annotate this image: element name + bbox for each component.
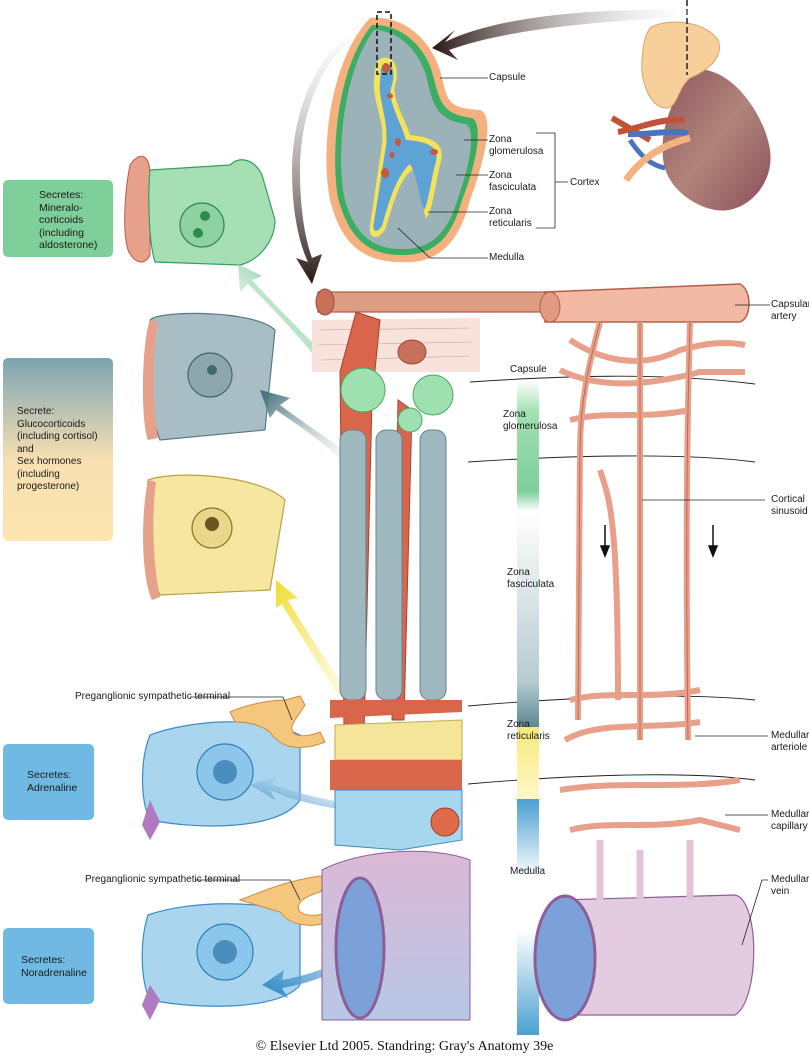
vessel-label-medullary-vein: Medullary vein bbox=[771, 874, 809, 897]
glomerulosa-secretion-box: Secretes: Mineralo- corticoids (includin… bbox=[3, 180, 113, 257]
column-label-medulla: Medulla bbox=[510, 866, 546, 877]
arrow-fasciculata bbox=[260, 390, 360, 470]
fasciculata-cell bbox=[142, 312, 276, 441]
column-label-capsule: Capsule bbox=[510, 364, 547, 375]
noradrenaline-secretion-box: Secretes: Noradrenaline bbox=[3, 928, 94, 1004]
arrow-kidney-to-section bbox=[432, 9, 690, 60]
column-label-zona-fasciculata: Zona fasciculata bbox=[507, 567, 555, 590]
adrenaline-secretion-box: Secretes: Adrenaline bbox=[3, 744, 94, 820]
vascular-diagram bbox=[533, 283, 755, 1022]
section-label-zona-fasciculata: Zona fasciculata bbox=[489, 170, 537, 193]
section-box bbox=[376, 11, 392, 75]
section-label-cortex: Cortex bbox=[570, 177, 600, 188]
arrow-section-to-detail bbox=[292, 25, 370, 284]
column-label-zona-reticularis: Zona reticularis bbox=[507, 719, 550, 742]
glomerulosa-cell bbox=[124, 155, 276, 266]
column-label-zona-glomerulosa: Zona glomerulosa bbox=[503, 409, 558, 432]
vessel-label-capsular-artery: Capsular artery bbox=[771, 299, 809, 322]
adrenal-cross-section bbox=[326, 11, 488, 263]
fasciculata-reticularis-secretion-box: Secrete: Glucocorticoids (including cort… bbox=[3, 358, 113, 541]
kidney-illustration bbox=[610, 0, 771, 211]
terminal-label-noradrenaline: Preganglionic sympathetic terminal bbox=[85, 874, 241, 885]
section-label-zona-glomerulosa: Zona glomerulosa bbox=[489, 134, 544, 157]
histology-column bbox=[312, 288, 661, 1021]
terminal-label-adrenaline: Preganglionic sympathetic terminal bbox=[75, 691, 231, 702]
arrow-glomerulosa bbox=[238, 264, 330, 366]
blood-flow-arrows bbox=[599, 525, 719, 559]
reticularis-cell bbox=[143, 474, 286, 600]
zone-color-column bbox=[517, 380, 539, 1035]
vessel-label-medullary-capillary: Medullary capillary bbox=[771, 809, 809, 832]
vessel-label-medullary-arteriole: Medullary arteriole bbox=[771, 730, 809, 753]
vessel-leader-lines bbox=[190, 304, 770, 946]
arrow-adrenaline bbox=[250, 775, 360, 812]
copyright-caption: © Elsevier Ltd 2005. Standring: Gray's A… bbox=[255, 1039, 554, 1054]
section-label-medulla: Medulla bbox=[489, 252, 525, 263]
section-label-capsule: Capsule bbox=[489, 72, 526, 83]
adrenaline-chromaffin-cell bbox=[141, 695, 326, 840]
vessel-label-cortical-sinusoid: Cortical sinusoid bbox=[771, 494, 808, 517]
noradrenaline-chromaffin-cell bbox=[141, 875, 336, 1020]
section-label-zona-reticularis: Zona reticularis bbox=[489, 206, 532, 229]
section-leader-lines bbox=[397, 77, 568, 259]
